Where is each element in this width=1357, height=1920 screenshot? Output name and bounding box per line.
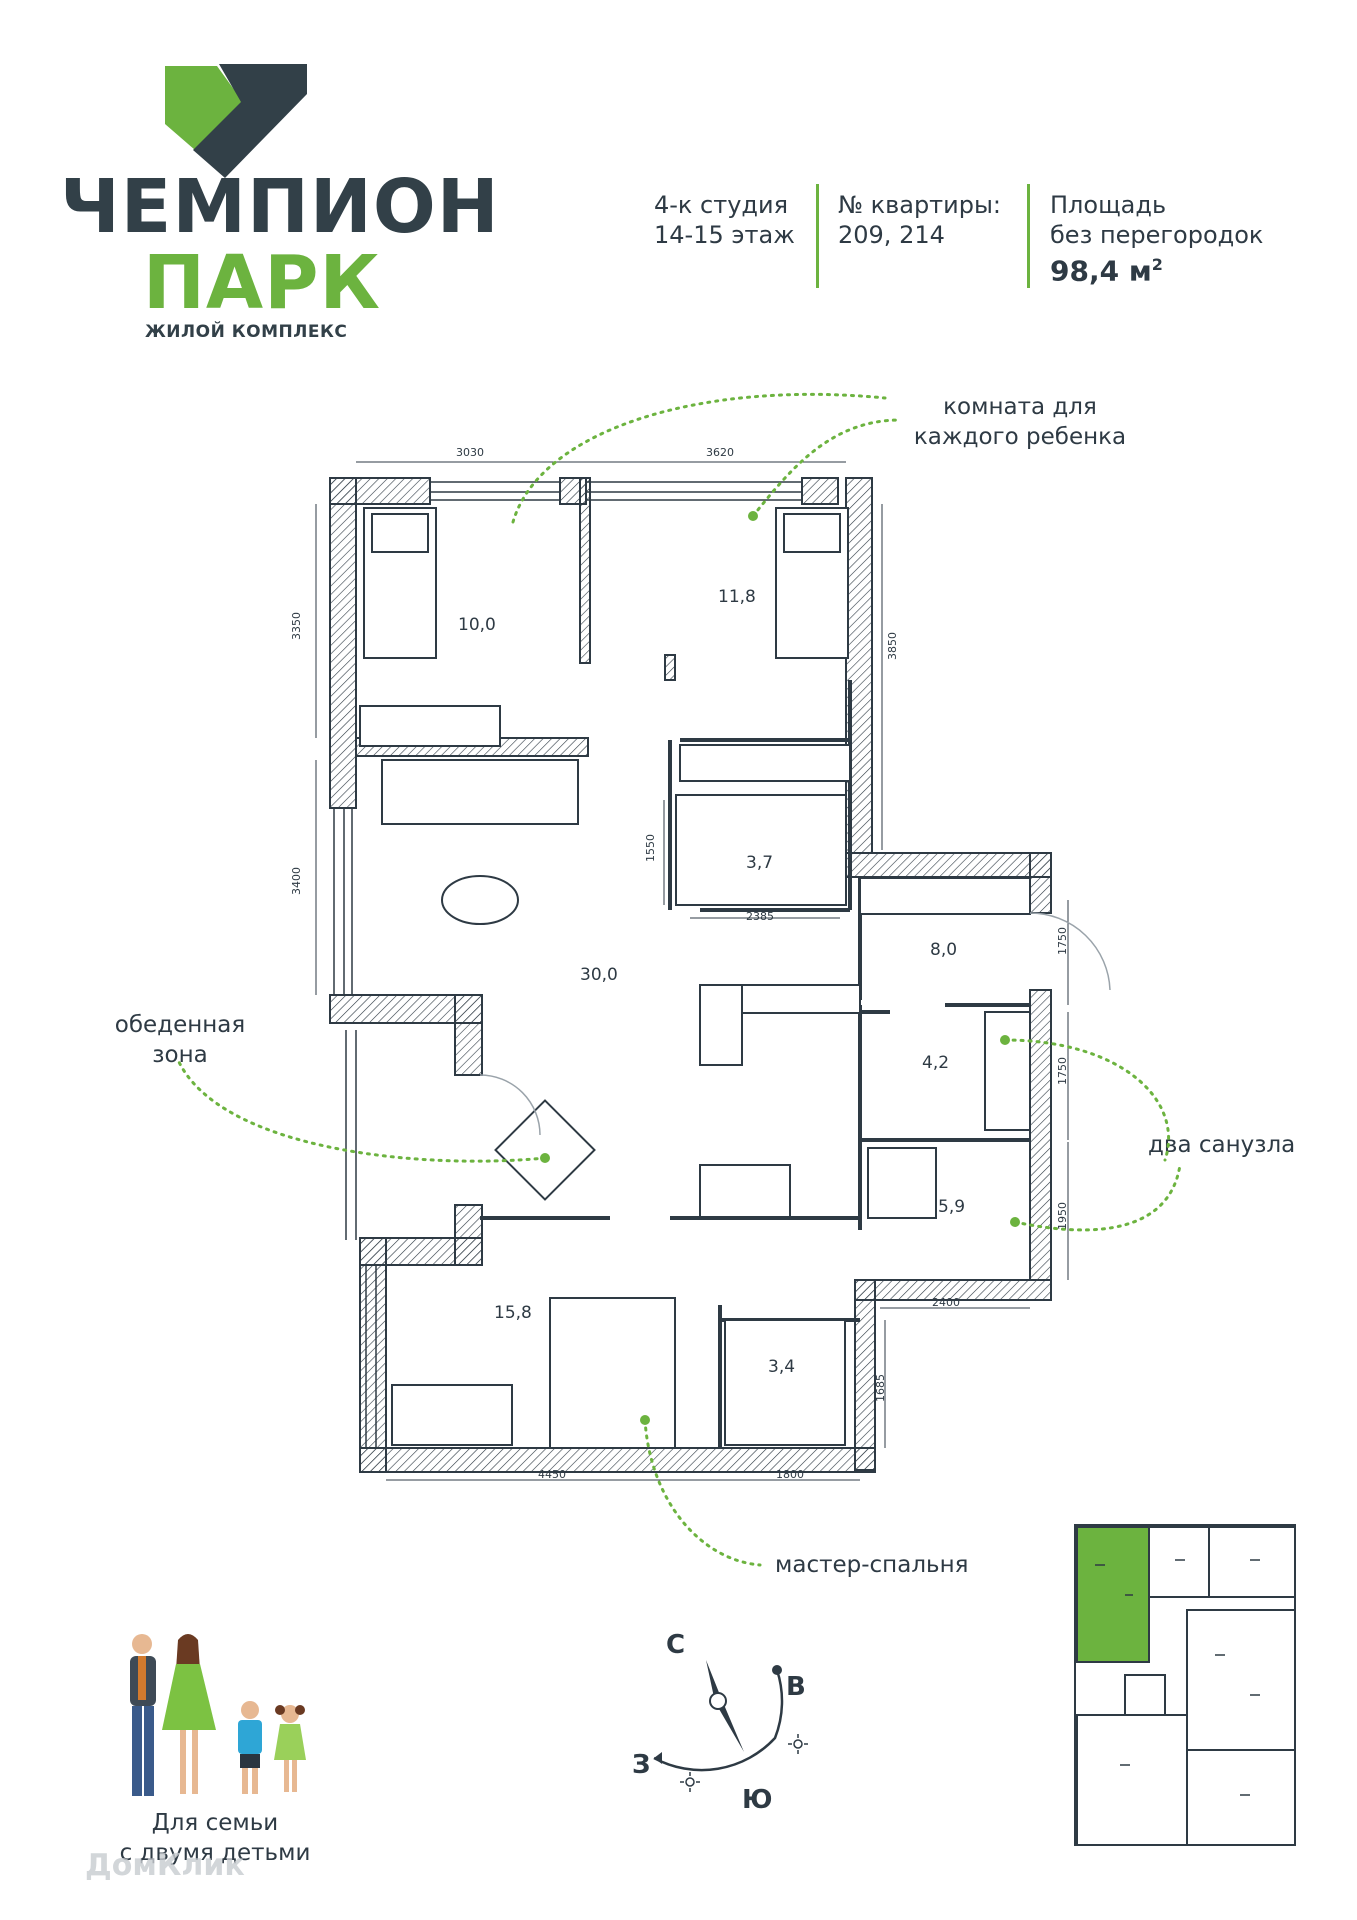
callout-dining: обеденная зона [114, 1012, 246, 1068]
apartment-type-block: 4-к студия 14-15 этаж [654, 190, 795, 250]
apartment-floors: 14-15 этаж [654, 221, 795, 249]
dimension-lines [315, 461, 1069, 1481]
room-area-label: 11,8 [718, 587, 756, 607]
dimension-label: 3850 [886, 632, 899, 660]
room-area-label: 3,4 [768, 1357, 795, 1377]
dimension-label: 3620 [706, 446, 734, 459]
apartment-number-label: № квартиры: [838, 191, 1002, 219]
dimension-label: 1550 [644, 834, 657, 862]
dimension-label: 2385 [746, 910, 774, 923]
apartment-number-block: № квартиры: 209, 214 [838, 190, 1001, 250]
apartment-numbers: 209, 214 [838, 221, 945, 249]
callout-kids-room: комната для каждого ребенка [913, 394, 1127, 450]
brand-name-line1: ЧЕМПИОН [60, 164, 500, 250]
logo-mark [165, 64, 307, 178]
info-divider [1027, 184, 1030, 288]
sun-icon [788, 1734, 808, 1754]
room-area-label: 4,2 [922, 1053, 949, 1073]
dimension-label: 1750 [1056, 927, 1069, 955]
compass-south: Ю [742, 1785, 773, 1815]
room-area-label: 10,0 [458, 615, 496, 635]
furniture [359, 507, 1031, 1449]
apartment-type: 4-к студия [654, 191, 789, 219]
room-area-label: 5,9 [938, 1197, 965, 1217]
dimension-label: 2400 [932, 1296, 960, 1309]
exterior-walls [329, 477, 1052, 1473]
door-swings [479, 912, 1111, 1136]
dimension-label: 3030 [456, 446, 484, 459]
dimension-label: 3350 [290, 612, 303, 640]
brand-tagline: ЖИЛОЙ КОМПЛЕКС [145, 322, 348, 342]
area-label-1: Площадь [1050, 191, 1167, 219]
room-area-label: 30,0 [580, 965, 618, 985]
sun-icon [680, 1772, 700, 1792]
apartment-area-block: Площадь без перегородок 98,4 м2 [1050, 190, 1263, 286]
key-plan [1074, 1524, 1296, 1846]
compass-east: В [786, 1672, 806, 1702]
dimension-label: 1750 [1056, 1057, 1069, 1085]
family-caption: Для семьи с двумя детьми [119, 1810, 311, 1866]
room-area-label: 15,8 [494, 1303, 532, 1323]
dimension-label: 4450 [538, 1468, 566, 1481]
area-value: 98,4 м2 [1050, 254, 1163, 288]
dimension-label: 1800 [776, 1468, 804, 1481]
callout-lines [176, 392, 1182, 1567]
compass [653, 1660, 808, 1792]
info-divider [816, 184, 819, 288]
watermark: ДомКлик [85, 1848, 245, 1883]
callout-dots [540, 511, 1020, 1425]
window-lines [333, 481, 802, 1448]
compass-west: З [632, 1750, 651, 1780]
brand-name-line2: ПАРК [143, 240, 381, 326]
family-illustration [130, 1634, 306, 1796]
dimension-label: 3400 [290, 867, 303, 895]
compass-north: С [666, 1630, 686, 1660]
dimension-label: 1685 [874, 1374, 887, 1402]
room-area-label: 3,7 [746, 853, 773, 873]
callout-master-bedroom: мастер-спальня [775, 1552, 969, 1578]
area-label-2: без перегородок [1050, 221, 1264, 249]
callout-bathrooms: два санузла [1148, 1132, 1296, 1158]
room-area-label: 8,0 [930, 940, 957, 960]
dimension-label: 1950 [1056, 1202, 1069, 1230]
